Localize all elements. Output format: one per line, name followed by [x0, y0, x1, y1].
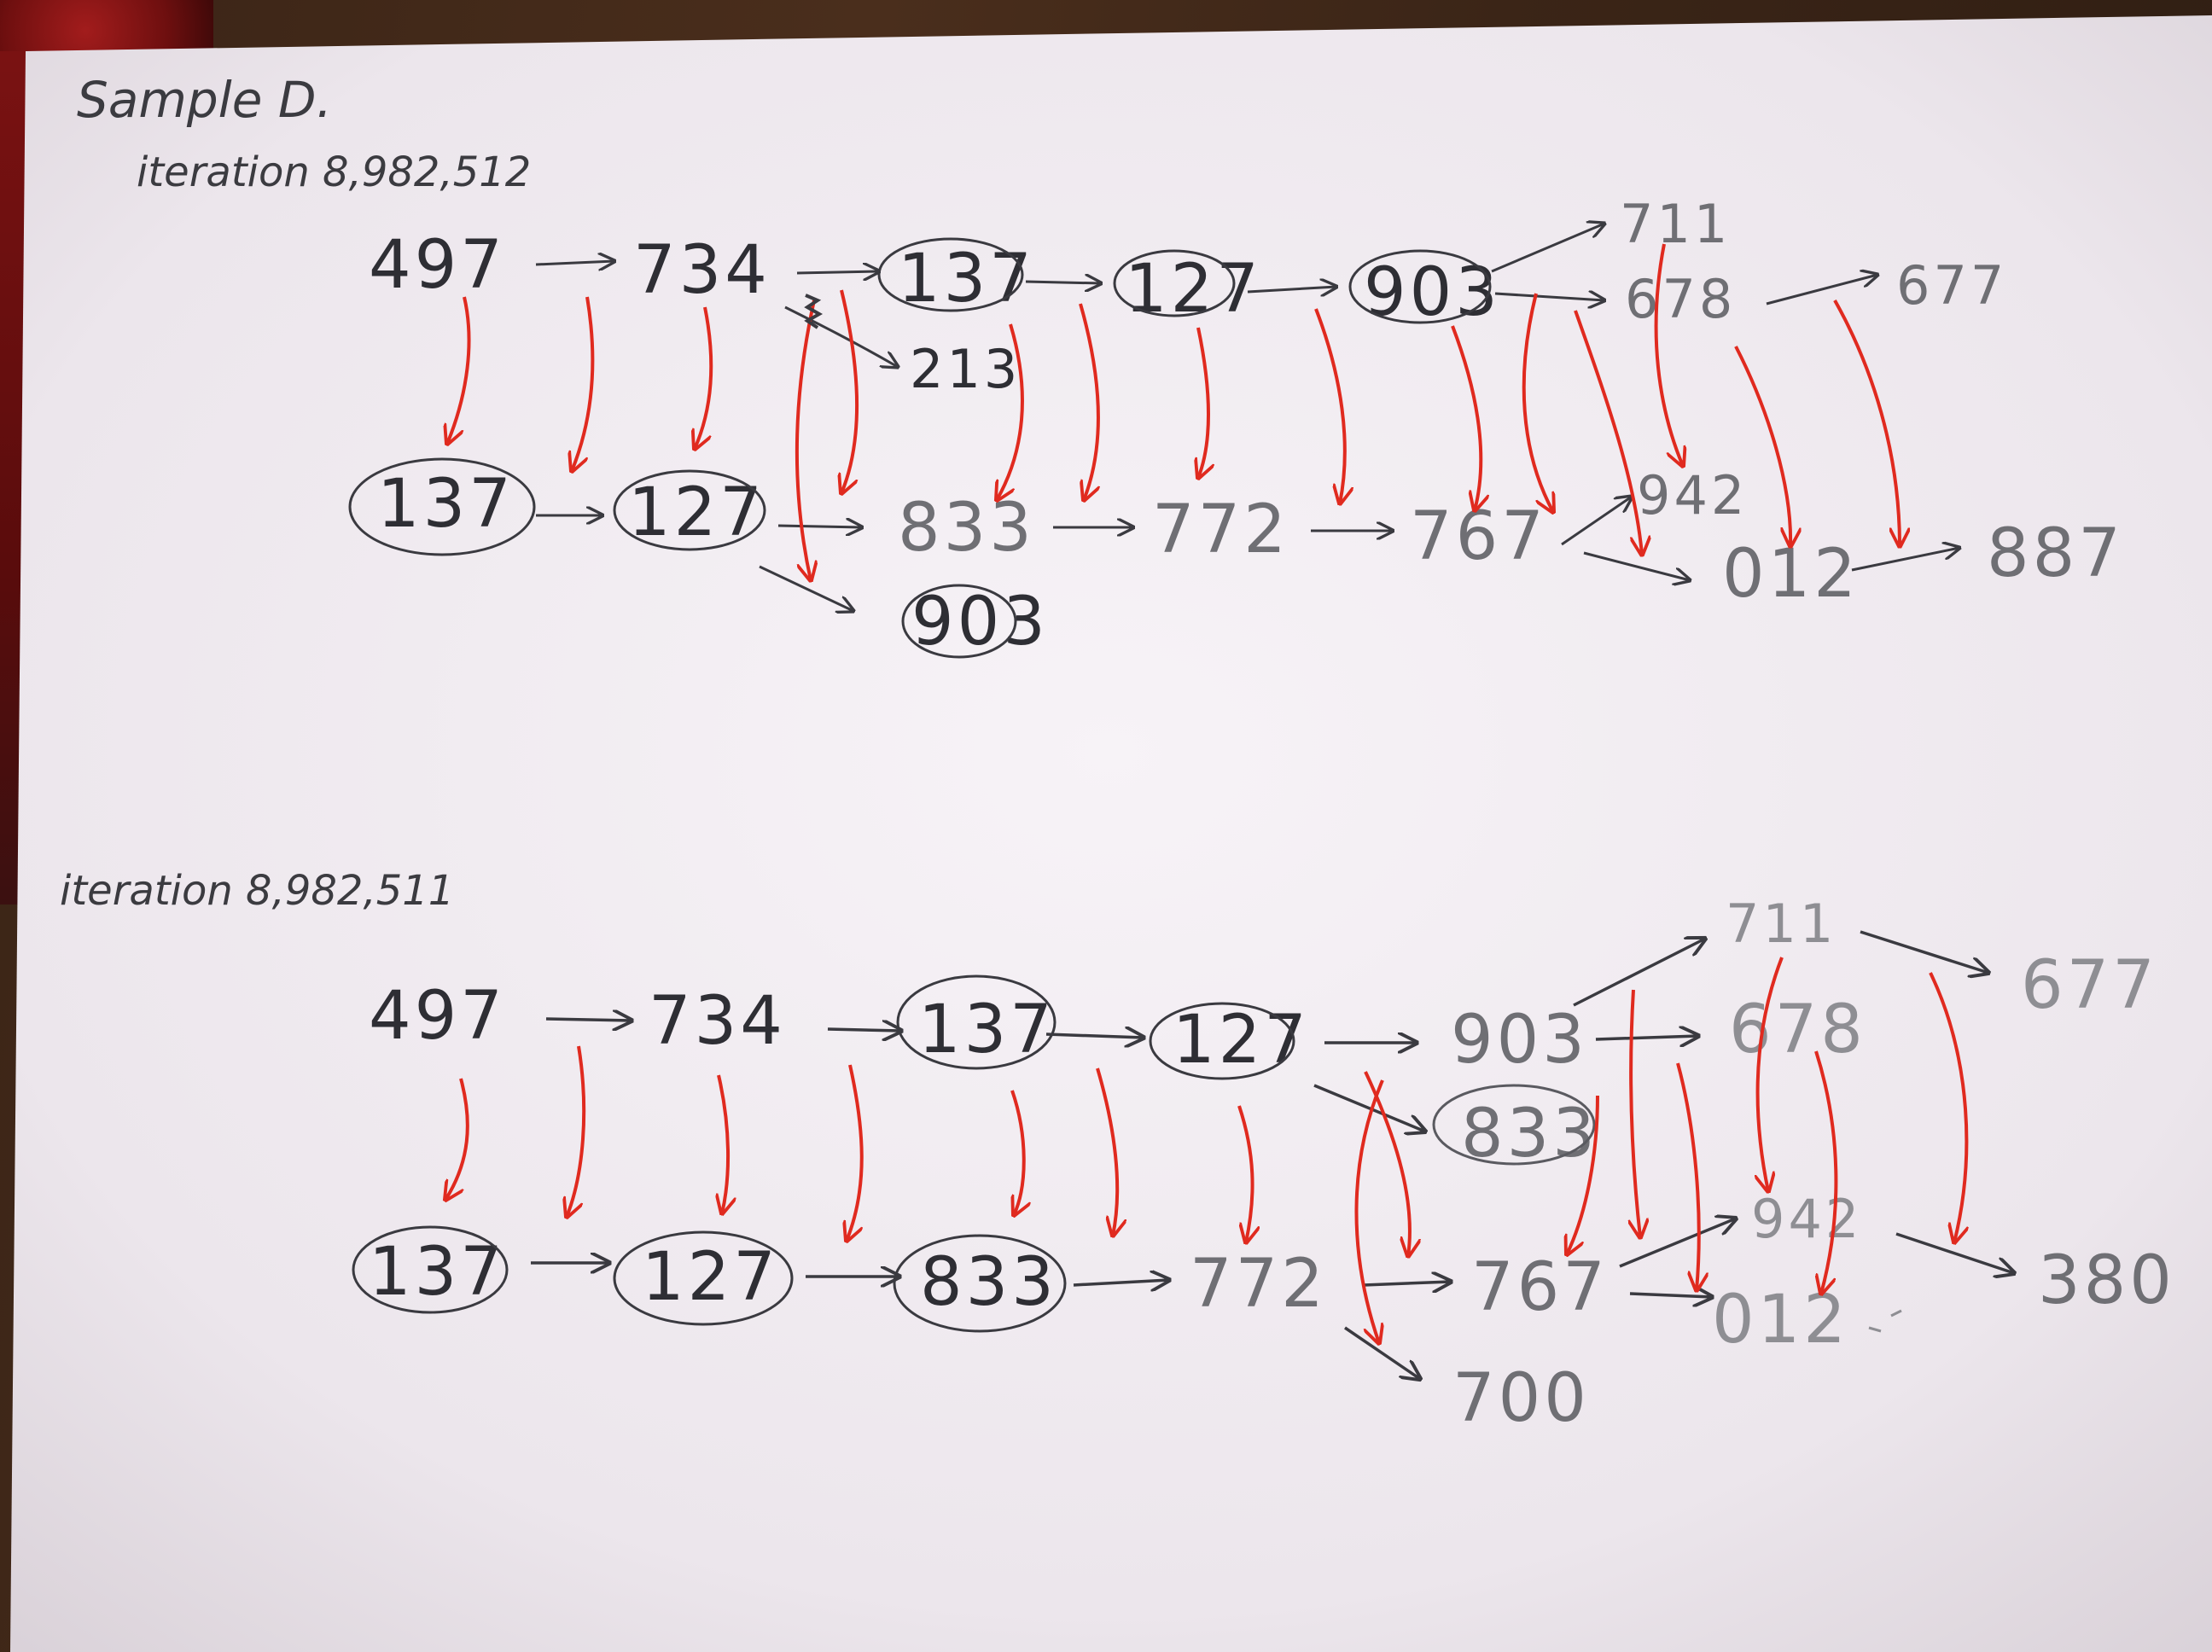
- bottom-row2-127: 127: [642, 1239, 779, 1316]
- pencil-circles-top: [348, 237, 1492, 659]
- pencil-circles-bottom: [352, 974, 1596, 1333]
- circle-top-row1-137: [877, 237, 1024, 312]
- top-row1-677: 677: [1896, 254, 2008, 317]
- circle-bottom-row2-137: [352, 1225, 509, 1314]
- circle-bottom-branch-833: [1432, 1084, 1596, 1166]
- bottom-row2-137: 137: [369, 1234, 506, 1311]
- bottom-row1-678: 678: [1729, 992, 1866, 1068]
- circle-bottom-row2-127: [613, 1230, 794, 1326]
- top-row1-497: 497: [369, 227, 506, 304]
- circle-top-row2-127: [613, 469, 766, 551]
- bottom-row2-833: 833: [920, 1244, 1057, 1321]
- top-row1-734: 734: [633, 232, 771, 309]
- top-row2-942: 942: [1637, 464, 1749, 526]
- pencil-arrows-bottom: [531, 930, 2014, 1379]
- top-row2-833: 833: [898, 490, 1035, 567]
- bottom-row1-734: 734: [649, 983, 786, 1060]
- bottom-row2-380: 380: [2038, 1242, 2175, 1319]
- bottom-row1-497: 497: [369, 978, 506, 1055]
- pencil-scribble-mark: [804, 294, 824, 329]
- pencil-arrows-top: [535, 224, 1959, 611]
- pencil-stray-mark: [1868, 1309, 1902, 1333]
- circle-bottom-row1-137: [896, 974, 1057, 1070]
- top-row1-137: 137: [898, 241, 1035, 317]
- bottom-row2-942: 942: [1751, 1188, 1863, 1250]
- circle-top-branch-903: [901, 584, 1017, 659]
- top-row1-903: 903: [1364, 254, 1501, 331]
- circle-bottom-row1-127: [1149, 1002, 1295, 1080]
- top-branch-903: 903: [911, 584, 1049, 660]
- bottom-row1-677: 677: [2021, 947, 2158, 1024]
- sample-title: Sample D.: [77, 71, 333, 129]
- bottom-branch-700: 700: [1452, 1360, 1590, 1437]
- bottom-row1-127: 127: [1173, 1002, 1310, 1079]
- circle-top-row2-137: [348, 457, 536, 556]
- circle-bottom-row2-833: [893, 1234, 1067, 1333]
- top-row2-137: 137: [377, 466, 515, 543]
- top-iteration-label: iteration 8,982,512: [137, 148, 532, 196]
- top-row2-012: 012: [1722, 536, 1860, 613]
- top-row1-678: 678: [1625, 268, 1737, 330]
- bottom-branch-833: 833: [1461, 1096, 1598, 1172]
- top-row1-711: 711: [1620, 193, 1732, 255]
- red-arrows-bottom: [445, 957, 1966, 1343]
- top-row2-127: 127: [628, 474, 765, 551]
- bottom-row1-903: 903: [1451, 1002, 1588, 1079]
- bottom-row1-711: 711: [1726, 893, 1837, 955]
- top-branch-213: 213: [910, 338, 1022, 400]
- bottom-row1-137: 137: [918, 992, 1056, 1068]
- bottom-row2-772: 772: [1190, 1246, 1327, 1323]
- bottom-iteration-label: iteration 8,982,511: [60, 867, 455, 915]
- circle-top-row1-127: [1113, 249, 1236, 317]
- red-arrows-top: [447, 243, 1900, 580]
- bottom-row2-767: 767: [1471, 1249, 1609, 1326]
- top-row2-772: 772: [1152, 492, 1289, 568]
- top-row2-887: 887: [1987, 515, 2124, 592]
- circle-top-row1-903: [1348, 249, 1492, 324]
